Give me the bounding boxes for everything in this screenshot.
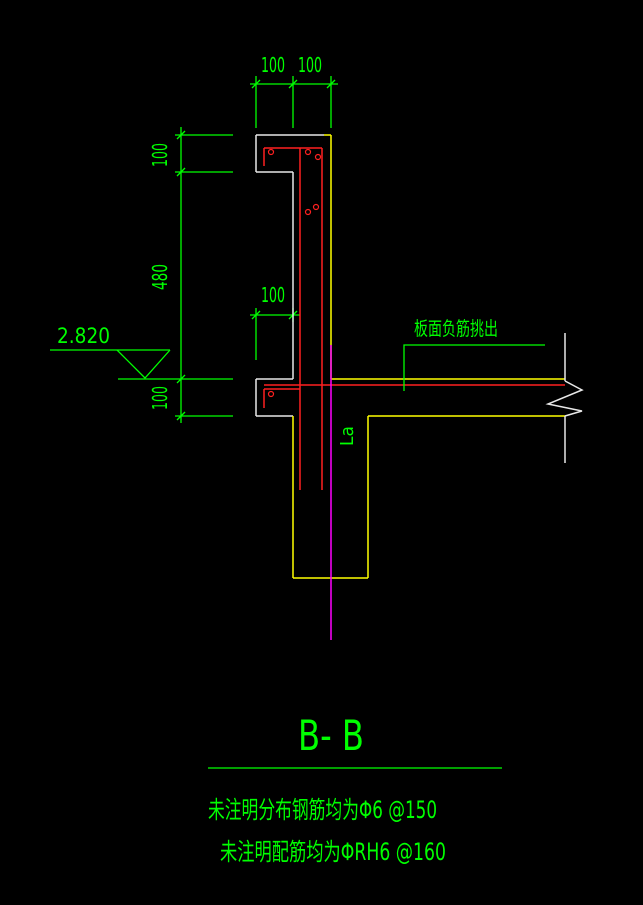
dim-left-label-2: 480 [148,264,172,290]
slab-annotation: 板面负筋挑出 [403,318,545,391]
note-line-2: 未注明配筋均为ΦRH6 @160 [220,838,446,866]
break-line [545,333,584,463]
annotation-leader [403,344,545,391]
concrete-edge-lines [255,134,324,417]
dim-left-tick-1 [176,130,186,140]
dim-top-tick-3 [326,79,336,89]
dim-left-label-3: 100 [148,386,172,410]
dim-left-tick-2 [176,167,186,177]
left-dimension: 100 480 100 [118,127,233,423]
dim-middle-label: 100 [261,283,285,307]
middle-dimension: 100 [250,283,300,360]
rebar-dot [304,208,312,216]
elevation-mark: 2.820 [50,324,171,379]
top-dimension: 100 100 [250,53,338,128]
annotation-text: 板面负筋挑出 [414,318,498,340]
rebar-dot [314,153,322,161]
dim-left-tick-3 [176,374,186,384]
note-line-1: 未注明分布钢筋均为Φ6 @150 [208,796,437,824]
elevation-label: 2.820 [57,324,110,348]
dim-middle-tick-1 [251,310,261,320]
dim-top-tick-1 [251,79,261,89]
rebar-dot [304,148,312,156]
dim-left-tick-4 [176,411,186,421]
rebar-dot [267,148,275,156]
rebar-dot [267,390,275,398]
elevation-triangle [116,349,171,379]
section-title: B- B [298,711,364,760]
rebar [263,147,565,490]
concrete-outline [292,134,565,579]
dim-top-label-2: 100 [298,53,322,77]
dim-top-label-1: 100 [261,53,285,77]
break-zigzag [545,380,584,417]
dim-left-label-1: 100 [148,143,172,167]
anchor-length-label: La [337,426,358,446]
dim-top-tick-2 [288,79,298,89]
rebar-dot [312,203,320,211]
